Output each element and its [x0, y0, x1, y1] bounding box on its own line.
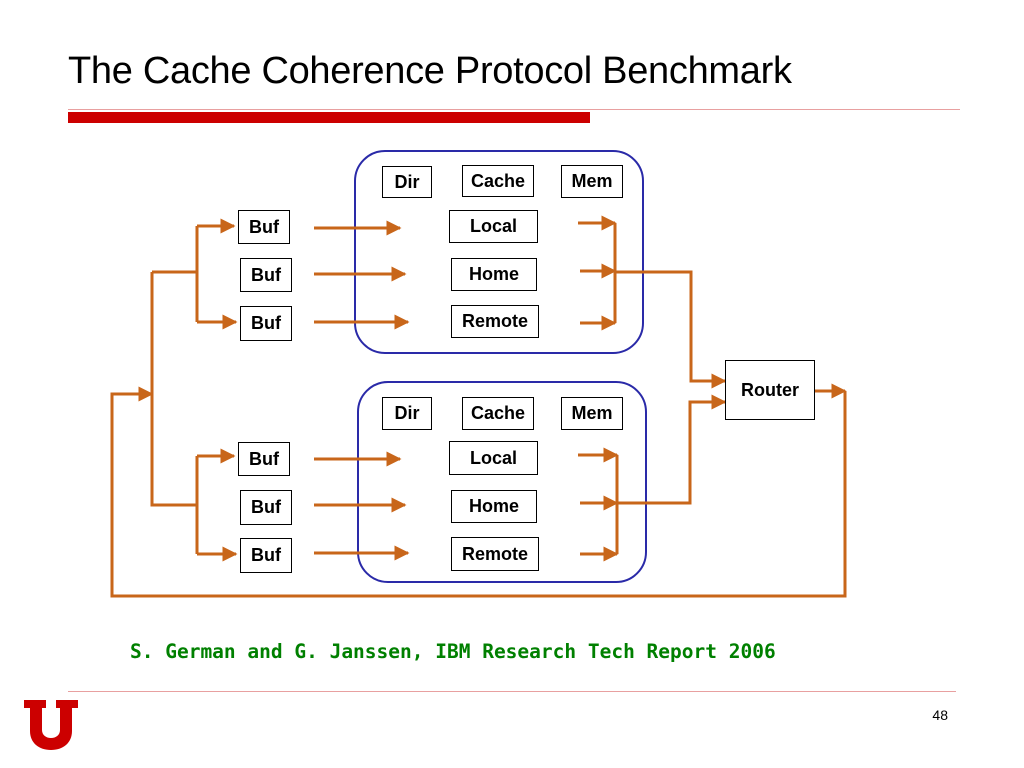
- arrow-bottom-to-router: [617, 394, 727, 505]
- node-bottom-local: Local: [449, 441, 538, 475]
- citation: S. German and G. Janssen, IBM Research T…: [130, 640, 776, 663]
- buffer-6: Buf: [240, 538, 292, 573]
- page-number: 48: [932, 707, 948, 723]
- node-bottom-home: Home: [451, 490, 537, 523]
- buffer-4: Buf: [238, 442, 290, 476]
- feedback-loop: [110, 386, 847, 598]
- footer-divider: [68, 691, 956, 692]
- arrow-top-to-router: [615, 270, 727, 389]
- node-top-dir: Dir: [382, 166, 432, 198]
- buffer-5: Buf: [240, 490, 292, 525]
- node-top-outline: [354, 150, 644, 354]
- node-bottom-mem: Mem: [561, 397, 623, 430]
- node-bottom-dir: Dir: [382, 397, 432, 430]
- buffer-2: Buf: [240, 258, 292, 292]
- node-top-local: Local: [449, 210, 538, 243]
- node-top-home: Home: [451, 258, 537, 291]
- buffer-1: Buf: [238, 210, 290, 244]
- node-bottom-outline: [357, 381, 647, 583]
- title-divider-accent: [68, 112, 590, 123]
- page-title: The Cache Coherence Protocol Benchmark: [68, 50, 792, 92]
- node-top-cache: Cache: [462, 165, 534, 197]
- node-bottom-remote: Remote: [451, 537, 539, 571]
- node-top-remote: Remote: [451, 305, 539, 338]
- university-block-u-logo: [24, 700, 78, 750]
- distribution-trunk: [150, 272, 197, 507]
- node-bottom-cache: Cache: [462, 397, 534, 430]
- title-divider-thin: [68, 109, 960, 110]
- node-top-mem: Mem: [561, 165, 623, 198]
- router: Router: [725, 360, 815, 420]
- buffer-3: Buf: [240, 306, 292, 341]
